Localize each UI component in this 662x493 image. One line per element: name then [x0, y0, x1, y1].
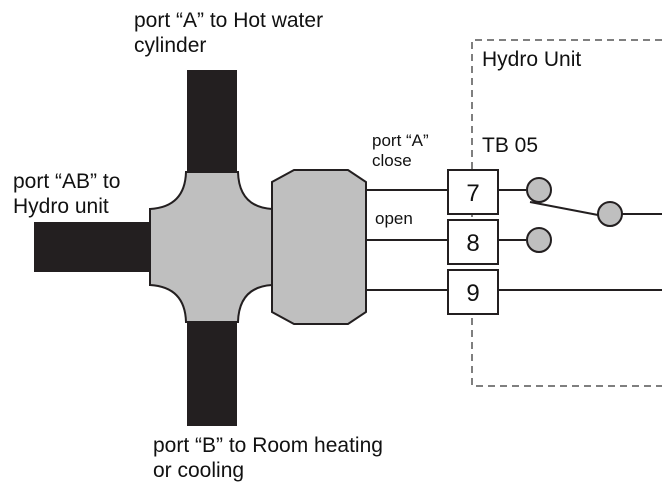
- terminal-7-box: [447, 169, 499, 215]
- port-a-pipe: [187, 70, 237, 190]
- wire-open-label: open: [375, 209, 413, 228]
- terminal-8-label: 8: [466, 230, 479, 257]
- wire-close-label: close: [372, 151, 412, 170]
- terminal-block-label: TB 05: [482, 134, 538, 157]
- port-b-label-line1: port “B” to Room heating: [153, 434, 383, 457]
- valve-actuator: [271, 169, 367, 325]
- terminal-9-label: 9: [466, 280, 479, 307]
- switch-arm: [529, 201, 599, 216]
- port-a-label-line1: port “A” to Hot water: [134, 9, 323, 32]
- port-b-label-line2: or cooling: [153, 459, 244, 482]
- port-ab-label-line1: port “AB” to: [13, 170, 120, 193]
- port-ab-pipe: [34, 222, 160, 272]
- contact-close: [526, 177, 552, 203]
- terminal-9-box: [447, 269, 499, 315]
- hydro-unit-label: Hydro Unit: [482, 48, 581, 71]
- contact-open: [526, 227, 552, 253]
- valve-body: [149, 171, 273, 323]
- port-ab-label-line2: Hydro unit: [13, 195, 109, 218]
- wire-port-a-label: port “A”: [372, 131, 429, 150]
- port-a-label-line2: cylinder: [134, 34, 206, 57]
- contact-common: [597, 201, 623, 227]
- terminal-7-label: 7: [466, 180, 479, 207]
- terminal-8-box: [447, 219, 499, 265]
